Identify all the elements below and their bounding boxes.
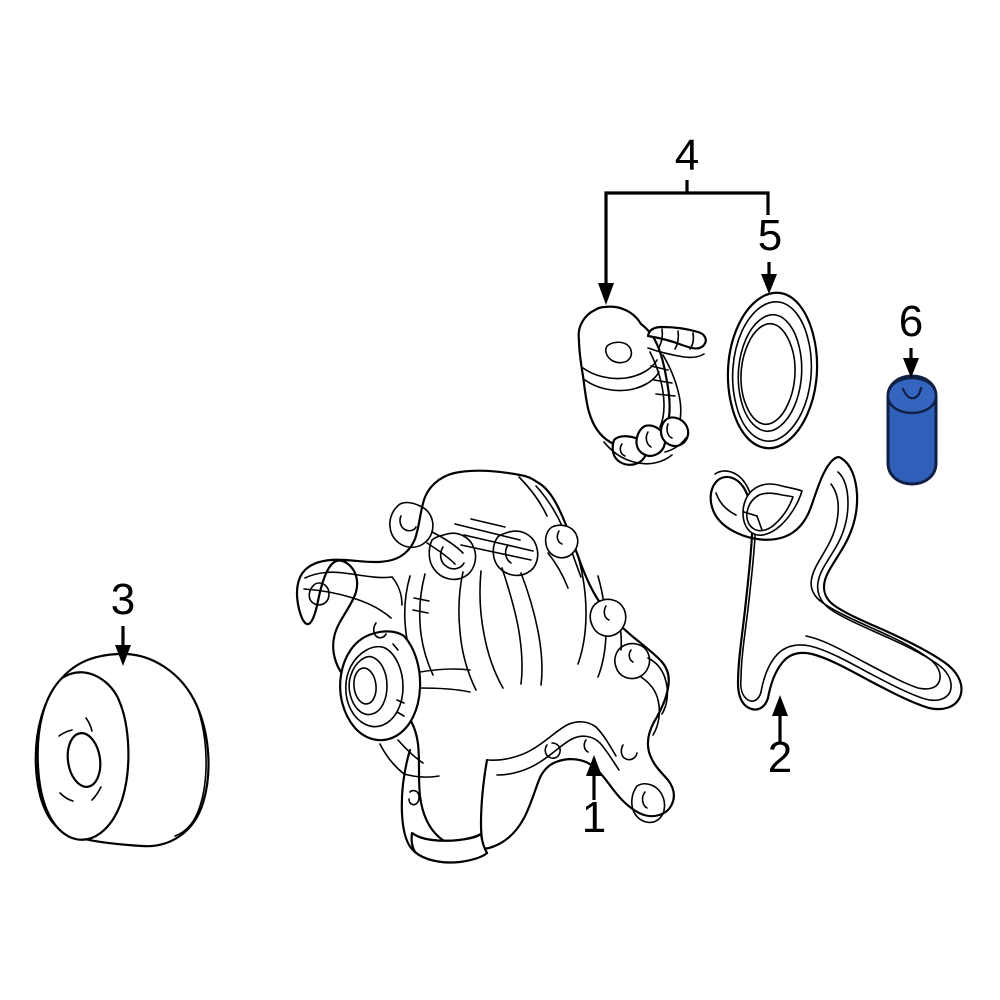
part-water-pump-pulley[interactable]: [34, 652, 210, 848]
callout-4-bracket: [604, 191, 770, 286]
callout-1-arrowhead: [586, 755, 602, 776]
callout-1: 1: [582, 755, 606, 842]
callout-4: 4: [598, 131, 770, 305]
callout-6-label: 6: [899, 297, 923, 346]
callout-2-label: 2: [768, 733, 792, 782]
callout-6-arrowhead: [903, 358, 919, 378]
callout-3-arrowhead: [115, 645, 131, 666]
part-water-pump-assembly[interactable]: [295, 469, 675, 864]
part-thermostat-housing-seal[interactable]: [726, 291, 819, 450]
callout-3-label: 3: [111, 575, 135, 624]
callout-2: 2: [768, 695, 792, 782]
part-thermostat-housing[interactable]: [577, 305, 707, 466]
callout-4-arrowhead: [598, 283, 614, 305]
part-water-pump-gasket[interactable]: [709, 456, 963, 711]
callout-2-arrowhead: [772, 695, 788, 716]
callout-1-label: 1: [582, 793, 606, 842]
callout-3: 3: [111, 575, 135, 666]
callout-4-label: 4: [675, 131, 699, 180]
part-dowel-pin[interactable]: [886, 374, 938, 486]
callout-5-arrowhead: [761, 274, 777, 294]
callout-5-label: 5: [758, 211, 782, 260]
callout-6: 6: [899, 297, 923, 378]
callout-5: 5: [758, 211, 782, 294]
